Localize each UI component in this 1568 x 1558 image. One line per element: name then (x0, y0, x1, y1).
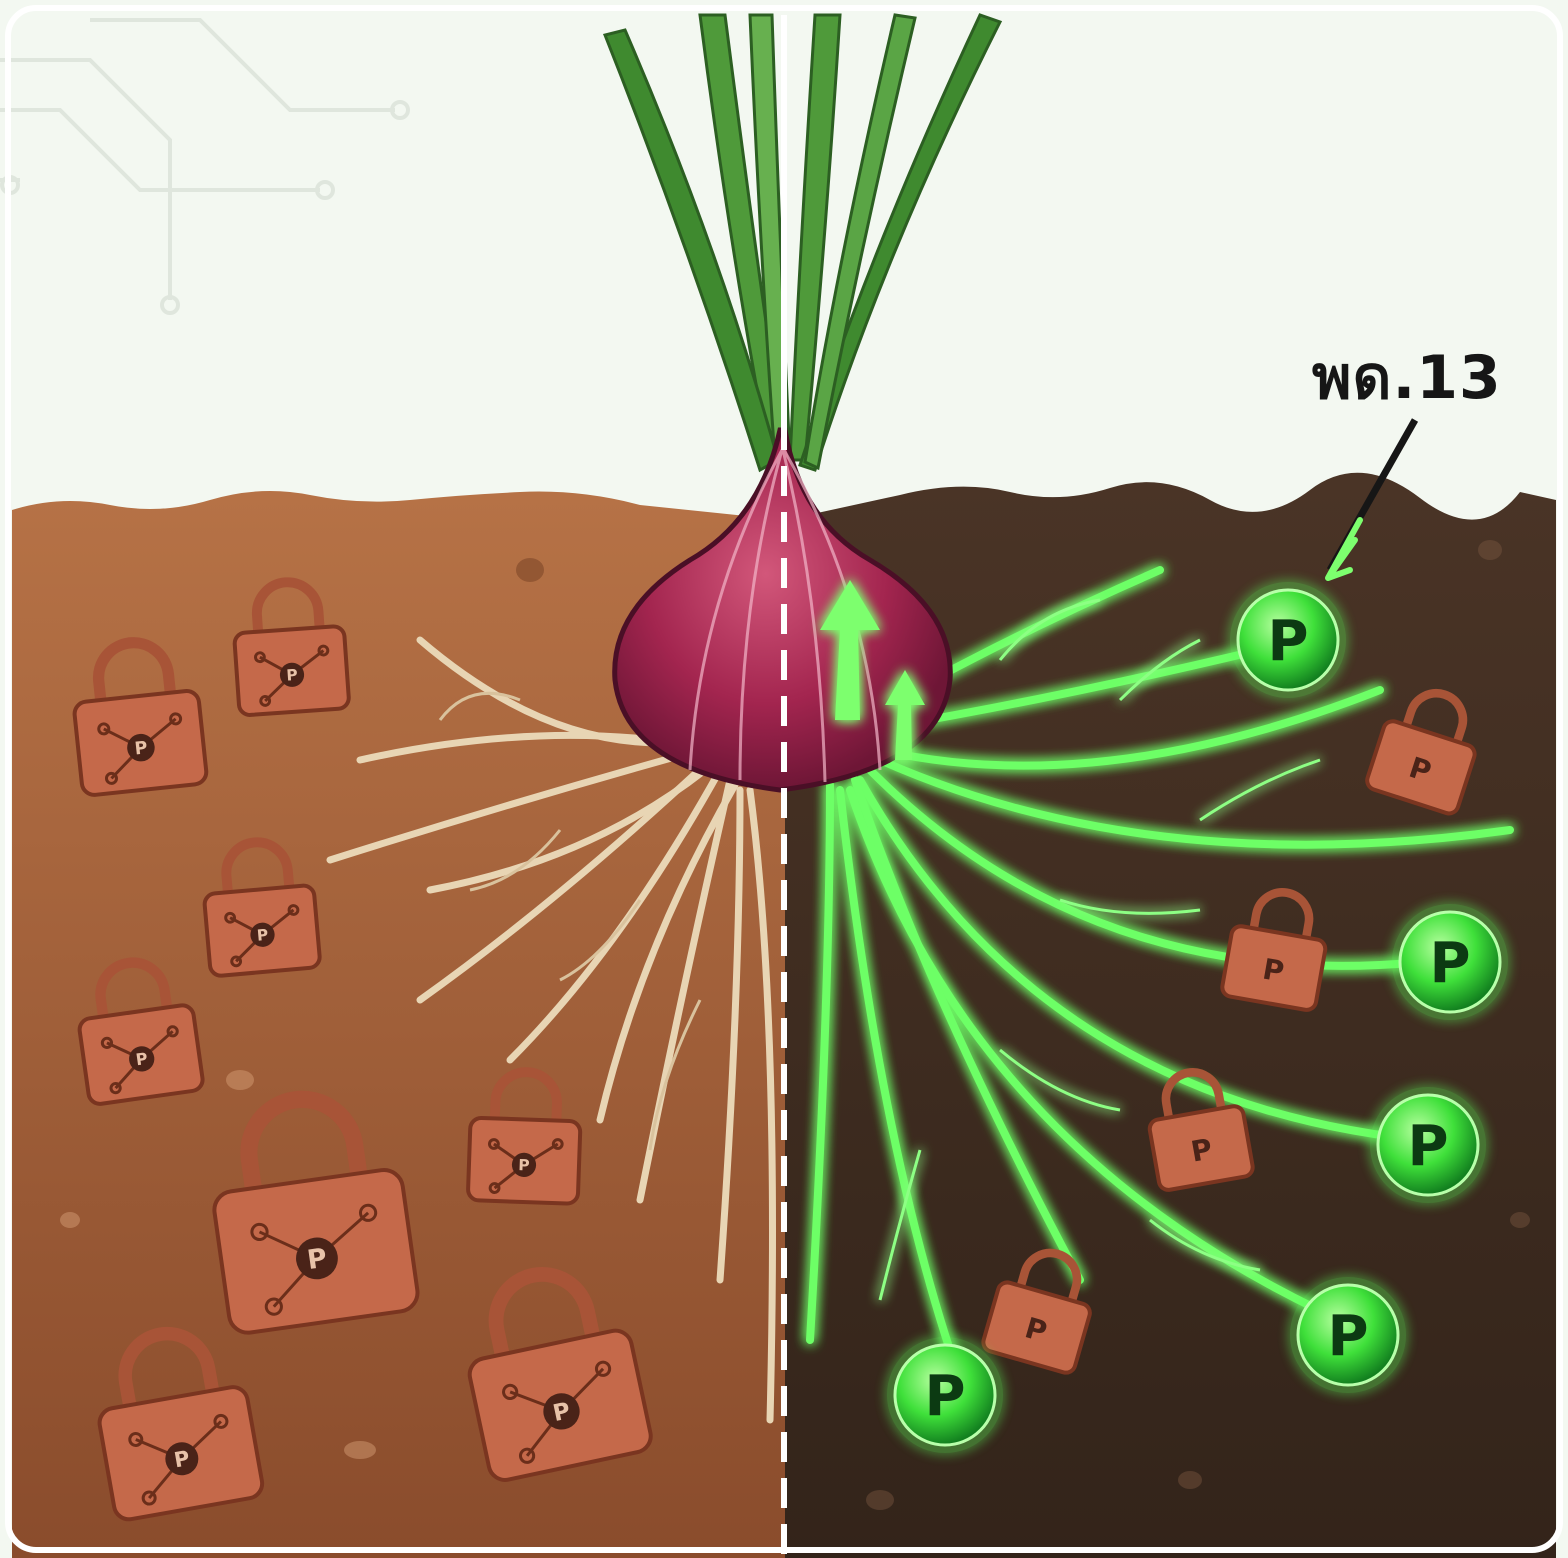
phosphorus-symbol: P (1267, 609, 1308, 674)
phosphorus-symbol: P (1327, 1304, 1368, 1369)
phosphorus-orb-icon: P (1290, 1277, 1406, 1393)
phosphorus-orb-icon: P (1392, 904, 1508, 1020)
phosphorus-symbol: P (286, 666, 299, 685)
phosphorus-symbol: P (518, 1156, 530, 1174)
fertilizer-label: พด.13 (1312, 330, 1502, 425)
phosphorus-symbol: P (256, 926, 269, 945)
phosphorus-orb-icon: P (1230, 582, 1346, 698)
phosphorus-orb-icon: P (1370, 1087, 1486, 1203)
phosphorus-symbol: P (1429, 931, 1470, 996)
phosphorus-symbol: P (1407, 1114, 1448, 1179)
phosphorus-orb-icon: P (887, 1337, 1003, 1453)
phosphorus-symbol: P (924, 1364, 965, 1429)
phosphorus-symbol: P (134, 738, 149, 759)
